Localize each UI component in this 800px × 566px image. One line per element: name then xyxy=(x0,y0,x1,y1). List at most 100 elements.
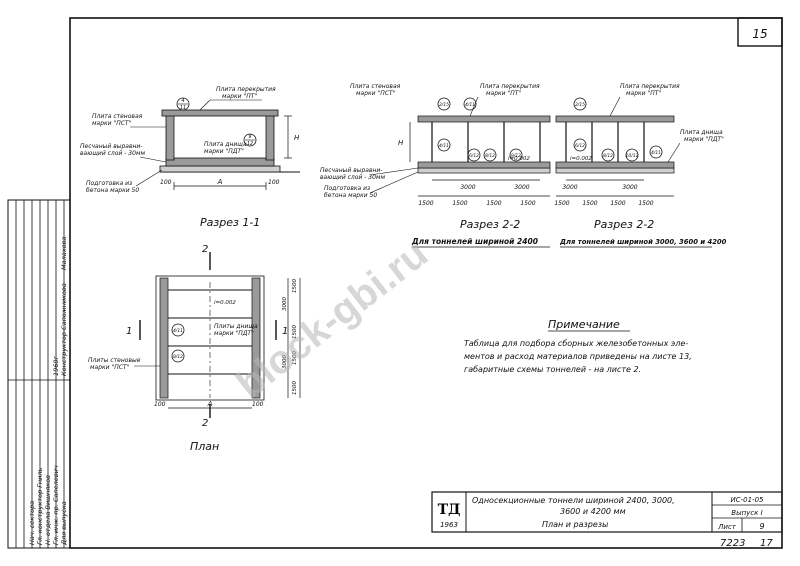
s22a-dim-2: 1500 xyxy=(486,200,501,207)
s22a-dim-mid-1: 3000 xyxy=(514,184,529,191)
sheet-frame xyxy=(69,17,783,549)
logo-letters: ТД xyxy=(438,502,461,518)
s11-mark-bot-den: 12 xyxy=(247,141,253,147)
s22a-label-top1: Плита перекрытия xyxy=(480,83,540,90)
section-2-2-2400: Н 1500 1500 1500 1500 3000 3000 i=0.002 … xyxy=(320,83,551,248)
s22a-label-wall2: марки "ПСТ" xyxy=(356,90,396,97)
stamp-col7: 1960г xyxy=(52,355,60,376)
s11-mark-top-den: 11 xyxy=(180,105,186,111)
stamp-col2: Гл. инж. пр. Сапелевич xyxy=(52,465,60,545)
s11-label-top2: марки "ПТ" xyxy=(222,93,257,100)
s22b-mark-4: 4/11 xyxy=(651,150,661,156)
sheet-number: 9 xyxy=(759,522,764,531)
stamp-col3: Н. отдела Вишняков xyxy=(44,475,52,545)
section-1-1: А 100 100 Н 4 11 9 12 Плита перекрытия м… xyxy=(80,86,300,229)
s22a-label-sand2: вающий слой - 30мм xyxy=(320,174,385,181)
plan-cut-right: 1 xyxy=(282,326,288,337)
plan-mark-1: 8/12 xyxy=(173,354,183,360)
s11-dim-100a: 100 xyxy=(160,179,172,186)
s11-dim-a: А xyxy=(217,178,223,186)
stamp-col4: Гл. конструктор Гниль xyxy=(36,467,44,545)
section-2-2-wide: 1500 1500 1500 1500 3000 3000 i=0.002 2/… xyxy=(554,83,727,248)
plan-dim-1: 3000 xyxy=(282,297,288,311)
page-number-box xyxy=(737,17,783,47)
plan-cut-top: 2 xyxy=(202,244,208,255)
s22a-mark-5: 4/11 xyxy=(465,102,475,108)
s11-label-sand2: вающий слой - 30мм xyxy=(80,150,145,157)
s22b-mark-2: 8/12 xyxy=(603,153,613,159)
plan-label-bottom2: марки "ПДТ" xyxy=(214,330,254,337)
s11-label-bottom1: Плита днища xyxy=(204,141,247,148)
s22a-label-prep2: бетона марки 50 xyxy=(324,192,377,199)
title-line1: Односекционные тоннели шириной 2400, 300… xyxy=(472,496,675,505)
s22a-mark-0: 2/15 xyxy=(439,102,449,108)
s11-label-bottom2: марки "ПДТ" xyxy=(204,148,244,155)
s11-dim-h: Н xyxy=(294,134,300,142)
s22b-label-top2: марки "ПТ" xyxy=(626,90,661,97)
s22a-label-sand1: Песчаный выравни- xyxy=(320,167,382,174)
s22b-dim-mid-0: 3000 xyxy=(562,184,577,191)
stamp-col1: Для выпуска xyxy=(60,501,68,546)
s22b-subtitle: Для тоннелей шириной 3000, 3600 и 4200 xyxy=(559,238,727,246)
s22a-dim-1: 1500 xyxy=(452,200,467,207)
s22a-slope: i=0.002 xyxy=(508,156,530,162)
plan-mark-2: 4/11 xyxy=(173,328,183,334)
plan-dim-a: А xyxy=(207,400,213,408)
s22b-mark-3: 10/12 xyxy=(626,153,639,159)
s22a-label-prep1: Подготовка из xyxy=(324,185,370,192)
s22b-slope: i=0.002 xyxy=(570,156,592,162)
note-line1: Таблица для подбора сборных железобетонн… xyxy=(464,339,688,348)
plan-label-bottom1: Плиты днища xyxy=(214,323,258,330)
stamp-col6: Конструктор Сапожникова xyxy=(60,283,68,376)
s22a-marks: 2/15 4/11 6/12 8/12 9/12 4/11 xyxy=(437,97,523,162)
s22a-mark-2: 6/12 xyxy=(469,153,479,159)
s22b-title: Разрез 2-2 xyxy=(594,218,654,231)
s11-mark-bot xyxy=(243,133,257,147)
logo-year: 1963 xyxy=(440,521,458,529)
s22a-label-wall1: Плита стеновая xyxy=(350,83,401,90)
s22b-dim-3: 1500 xyxy=(638,200,653,207)
issue-label: Выпуск I xyxy=(731,509,762,517)
title-line2: 3600 и 4200 мм xyxy=(560,507,626,516)
note-line2: ментов и расход материалов приведены на … xyxy=(464,352,692,361)
s22a-mark-4: 9/12 xyxy=(511,153,521,159)
plan-label-wall2: марки "ПСТ" xyxy=(90,364,130,371)
s22a-label-top2: марки "ПТ" xyxy=(486,90,521,97)
s22a-dim-h: Н xyxy=(398,139,404,147)
s11-label-prep2: бетона марки 50 xyxy=(86,187,139,194)
title-line3: План и разрезы xyxy=(542,520,608,529)
bottom-number: 7223 xyxy=(720,538,745,549)
plan-dim-3: 1500 xyxy=(292,351,298,365)
s11-mark-top xyxy=(176,97,190,111)
s22a-dim-mid-0: 3000 xyxy=(460,184,475,191)
s22b-mark-0: 2/15 xyxy=(575,102,585,108)
note-line3: габаритные схемы тоннелей - на листе 2. xyxy=(464,365,641,374)
plan-cut-bottom: 2 xyxy=(202,418,208,429)
s11-label-wall1: Плита стеновая xyxy=(92,113,143,120)
s22a-dim-0: 1500 xyxy=(418,200,433,207)
s11-label-sand1: Песчаный выравни- xyxy=(80,143,142,150)
s22a-subtitle: Для тоннелей шириной 2400 xyxy=(411,237,538,246)
plan-dim-100b: 100 xyxy=(252,401,264,408)
s11-mark-bot-num: 9 xyxy=(248,134,251,140)
plan-slope: i=0.002 xyxy=(214,300,236,306)
s22b-dim-mid-1: 3000 xyxy=(622,184,637,191)
s11-title: Разрез 1-1 xyxy=(200,216,260,229)
s22b-dim-2: 1500 xyxy=(610,200,625,207)
series-code: ИС-01-05 xyxy=(731,496,765,504)
s22b-label-top1: Плита перекрытия xyxy=(620,83,680,90)
plan-dim-100a: 100 xyxy=(154,401,166,408)
s22a-mark-3: 8/12 xyxy=(485,153,495,159)
stamp-col8: Малахова xyxy=(60,237,68,270)
s11-mark-top-num: 4 xyxy=(181,98,184,104)
side-stamp: Для выпуска Гл. инж. пр. Сапелевич Н. от… xyxy=(7,199,71,549)
title-block: ТД 1963 Односекционные тоннели шириной 2… xyxy=(431,491,783,533)
s11-label-top1: Плита перекрытия xyxy=(216,86,276,93)
note-block: Примечание Таблица для подбора сборных ж… xyxy=(464,318,692,374)
plan-dim-5: 1500 xyxy=(292,381,298,395)
plan-label-wall1: Плиты стеновые xyxy=(88,357,141,364)
plan-cut-left: 1 xyxy=(126,326,132,337)
s11-dim-100b: 100 xyxy=(268,179,280,186)
s22b-mark-1: 6/12 xyxy=(575,143,585,149)
